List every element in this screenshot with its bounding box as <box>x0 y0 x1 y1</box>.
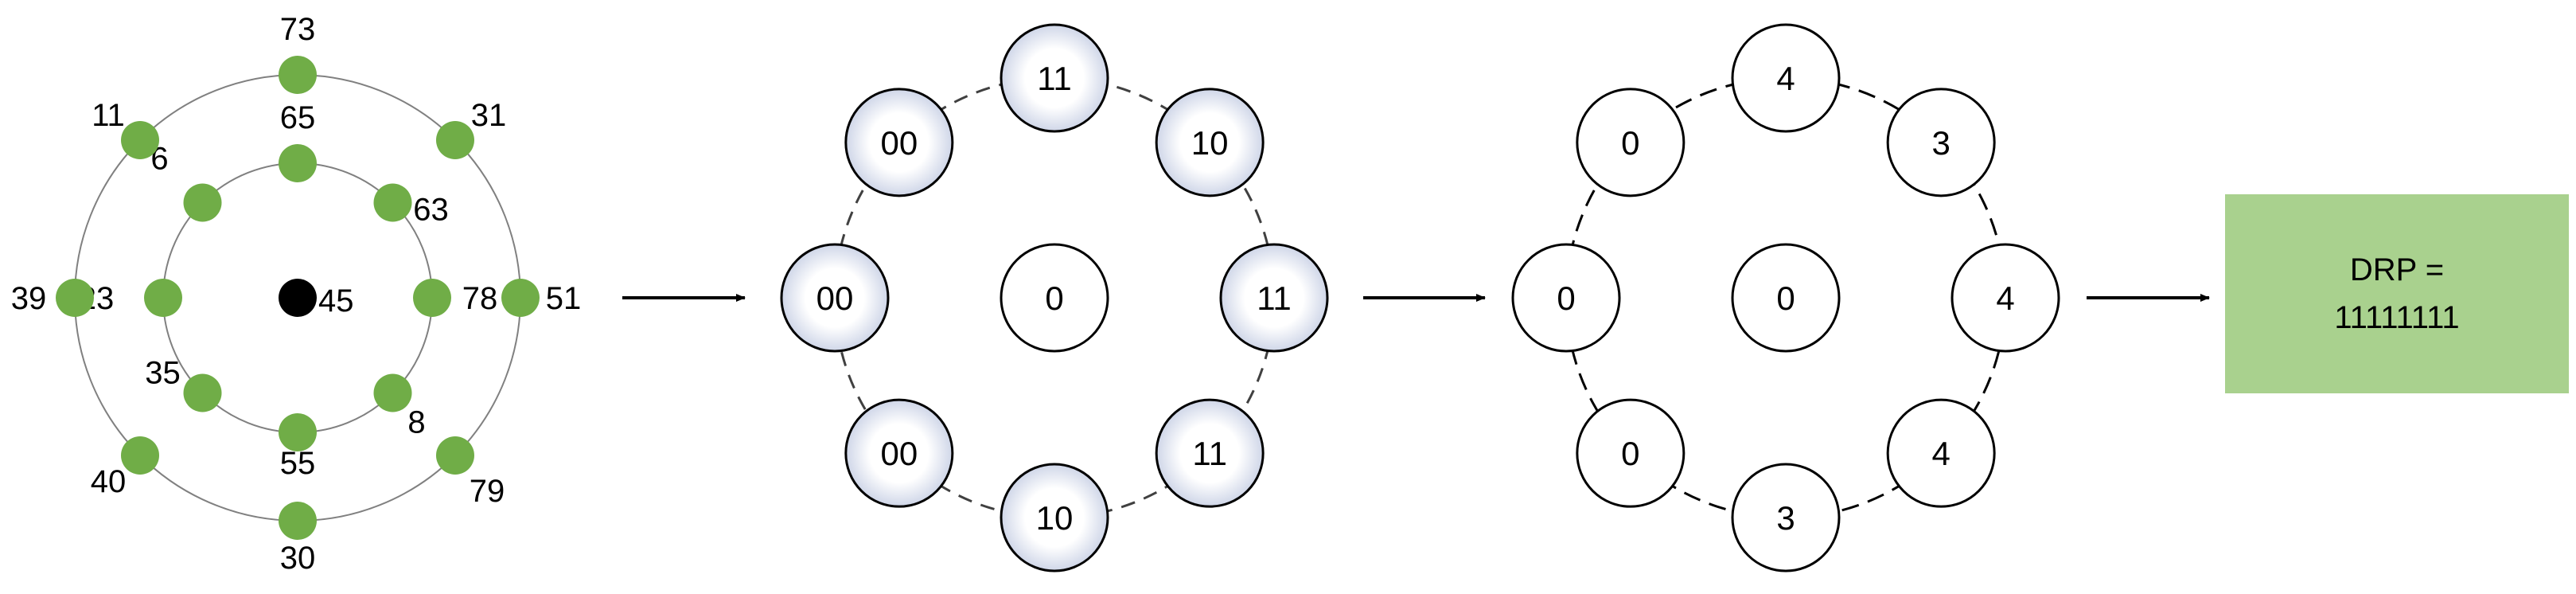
binary-node <box>844 398 954 508</box>
decimal-node <box>1511 243 1621 353</box>
inner-neighbor-point <box>183 373 222 412</box>
decimal-node-label: 4 <box>1776 60 1795 97</box>
binary-node-label: 11 <box>1257 279 1292 317</box>
decimal-node-label: 4 <box>1996 279 2014 317</box>
decimal-node <box>1886 398 1996 508</box>
decimal-center-label: 0 <box>1776 279 1795 317</box>
inner-neighbor-point <box>413 279 451 317</box>
decimal-node-label: 3 <box>1931 124 1950 162</box>
outer-neighbor-point <box>279 56 317 94</box>
binary-node <box>1155 398 1265 508</box>
binary-node-label: 00 <box>880 435 918 472</box>
decimal-node <box>1731 463 1841 573</box>
center-pixel-value: 45 <box>318 283 354 318</box>
binary-node-label: 10 <box>1036 499 1074 537</box>
drp-result-value: 11111111 <box>2334 300 2460 335</box>
outer-neighbor-value: 40 <box>91 464 127 499</box>
inner-neighbor-point <box>279 413 317 451</box>
inner-neighbor-point <box>144 279 182 317</box>
outer-neighbor-value: 11 <box>92 98 125 133</box>
decimal-node <box>1951 243 2060 353</box>
decimal-node-label: 0 <box>1621 435 1639 472</box>
decimal-center-node <box>1731 243 1841 353</box>
decimal-node <box>1731 23 1841 133</box>
inner-neighbor-value: 55 <box>280 446 316 481</box>
binary-node-label: 11 <box>1192 435 1227 472</box>
inner-neighbor-value: 65 <box>280 100 316 135</box>
outer-neighbor-point <box>121 436 160 475</box>
inner-neighbor-value: 78 <box>462 281 498 316</box>
binary-center-label: 0 <box>1045 279 1063 317</box>
inner-neighbor-point <box>373 373 412 412</box>
binary-node <box>1000 23 1109 133</box>
binary-node-label: 00 <box>816 279 854 317</box>
outer-neighbor-value: 30 <box>280 541 316 576</box>
drp-result-box: DRP = 11111111 <box>2225 194 2569 393</box>
inner-neighbor-point <box>183 183 222 222</box>
binary-node-label: 11 <box>1037 60 1072 97</box>
outer-neighbor-value: 31 <box>471 98 507 133</box>
decimal-nodes: 4 3 4 4 3 0 0 0 0 <box>1511 23 2060 573</box>
binary-node-label: 10 <box>1191 124 1229 162</box>
decimal-node-label: 0 <box>1621 124 1639 162</box>
decimal-node-label: 4 <box>1931 435 1950 472</box>
outer-neighbor-point <box>435 121 474 160</box>
binary-node <box>844 88 954 197</box>
outer-neighbor-value: 39 <box>11 281 47 316</box>
inner-neighbor-point <box>373 183 412 222</box>
inner-neighbor-value: 35 <box>145 356 181 391</box>
binary-node <box>1155 88 1265 197</box>
binary-node <box>780 243 890 353</box>
decimal-node <box>1886 88 1996 197</box>
decimal-node-label: 3 <box>1776 499 1795 537</box>
decimal-pattern-panel: 4 3 4 4 3 0 0 0 0 <box>1511 23 2060 573</box>
center-pixel <box>279 279 317 317</box>
binary-node <box>1000 463 1109 573</box>
inner-neighbor-point <box>279 144 317 182</box>
decimal-node-label: 0 <box>1557 279 1575 317</box>
inner-neighbor-value: 8 <box>407 405 425 440</box>
decimal-node <box>1576 88 1686 197</box>
binary-node-label: 00 <box>880 124 918 162</box>
outer-neighbor-point <box>121 121 160 160</box>
binary-node <box>1219 243 1329 353</box>
outer-neighbor-point <box>56 279 94 317</box>
outer-neighbor-value: 79 <box>470 474 505 509</box>
outer-neighbor-point <box>435 436 474 475</box>
decimal-node <box>1576 398 1686 508</box>
binary-center-node <box>1000 243 1109 353</box>
outer-neighbor-value: 73 <box>280 12 316 47</box>
outer-neighbor-value: 51 <box>546 281 582 316</box>
outer-neighbor-point <box>501 279 540 317</box>
drp-result-label: DRP = <box>2349 252 2445 287</box>
inner-neighbor-value: 63 <box>413 192 449 227</box>
outer-neighbor-point <box>279 502 317 540</box>
